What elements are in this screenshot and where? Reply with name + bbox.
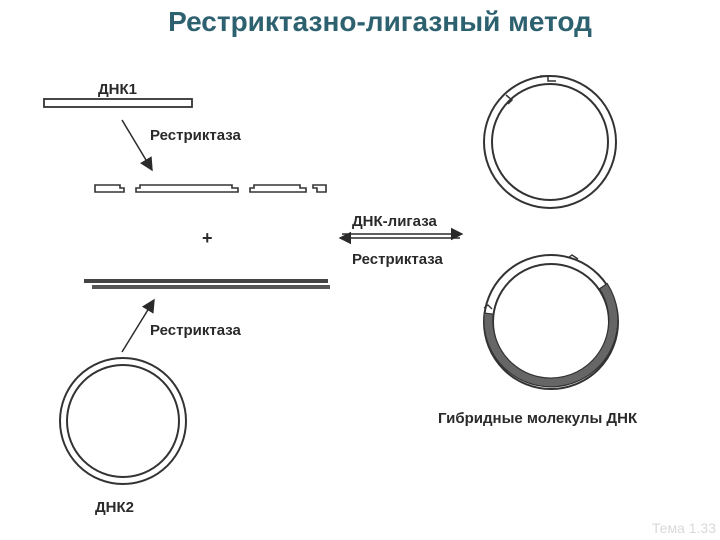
restriction-arrow-bottom [121, 298, 155, 353]
restrictase-bottom-label: Рестриктаза [150, 322, 241, 339]
dna2-linear-strand [84, 279, 330, 289]
restrictase-right-label: Рестриктаза [352, 251, 443, 268]
hybrid-label: Гибридные молекулы ДНК [438, 410, 638, 427]
plus-sign: + [202, 228, 213, 248]
dna2-label: ДНК2 [95, 499, 134, 516]
page-title: Рестриктазно-лигазный метод [168, 6, 592, 37]
fragment-3 [249, 184, 307, 193]
fragment-2 [135, 184, 239, 193]
hybrid-dark-segment [483, 282, 619, 388]
restrictase-top-label: Рестриктаза [150, 127, 241, 144]
dna2-plasmid-inner [66, 364, 180, 478]
ligase-label: ДНК-лигаза [352, 213, 437, 230]
recombinant-circle-top [483, 75, 617, 209]
dna1-label: ДНК1 [98, 81, 137, 98]
dna1-strand [43, 98, 193, 108]
fragment-1 [94, 184, 125, 193]
footer-watermark: Тема 1.33 [651, 520, 716, 536]
dna1-fragments [94, 184, 327, 193]
hybrid-circle [483, 254, 619, 390]
restriction-arrow-top [121, 119, 153, 172]
dna2-plasmid-outer [59, 357, 187, 485]
fragment-4 [312, 184, 327, 193]
